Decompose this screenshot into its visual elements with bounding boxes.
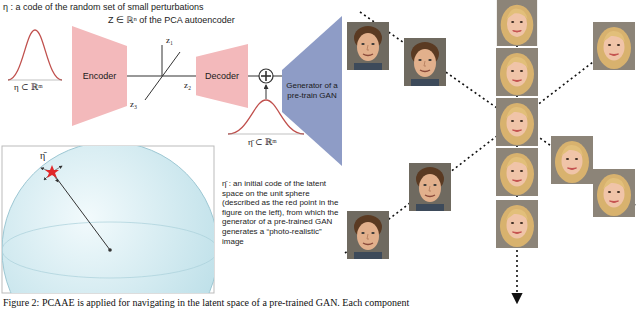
point-label: η̄ [40,150,45,162]
connector [248,75,282,76]
unit-sphere-panel [2,142,218,312]
gaussian-curve [8,30,304,134]
block-label: Encoder [80,71,120,82]
generator-block: Generator of a pre-train GAN [282,16,342,166]
latent-axes [145,45,180,100]
noise-arrow [266,85,267,99]
figure-caption: Figure 2: PCAAE is applied for navigatin… [3,297,409,309]
plus-symbol [259,69,273,83]
axis-label: z₁ [166,35,173,46]
block-label: Generator of a pre-train GAN [282,81,342,100]
block-outline [196,44,248,108]
note-text: η̄ : an initial code of the latent space… [222,179,344,246]
axis-label: z₂ [184,80,191,91]
math-label: η̄ ⊂ ℝᵐ [248,137,277,148]
axis-label: z₃ [130,99,137,110]
latent-label: Z ∈ ℝⁿ of the PCA autoencoder [108,15,235,26]
encoder-block: Encoder [72,26,127,126]
generated-faces [347,0,635,259]
note-text: η : a code of the random set of small pe… [3,2,204,13]
block-outline [282,16,342,166]
decoder-block: Decoder [196,44,248,108]
block-label: Decoder [202,71,242,82]
navigation-axes [345,6,634,302]
math-label: η ⊂ ℝᵐ [14,82,43,93]
block-outline [72,26,127,126]
